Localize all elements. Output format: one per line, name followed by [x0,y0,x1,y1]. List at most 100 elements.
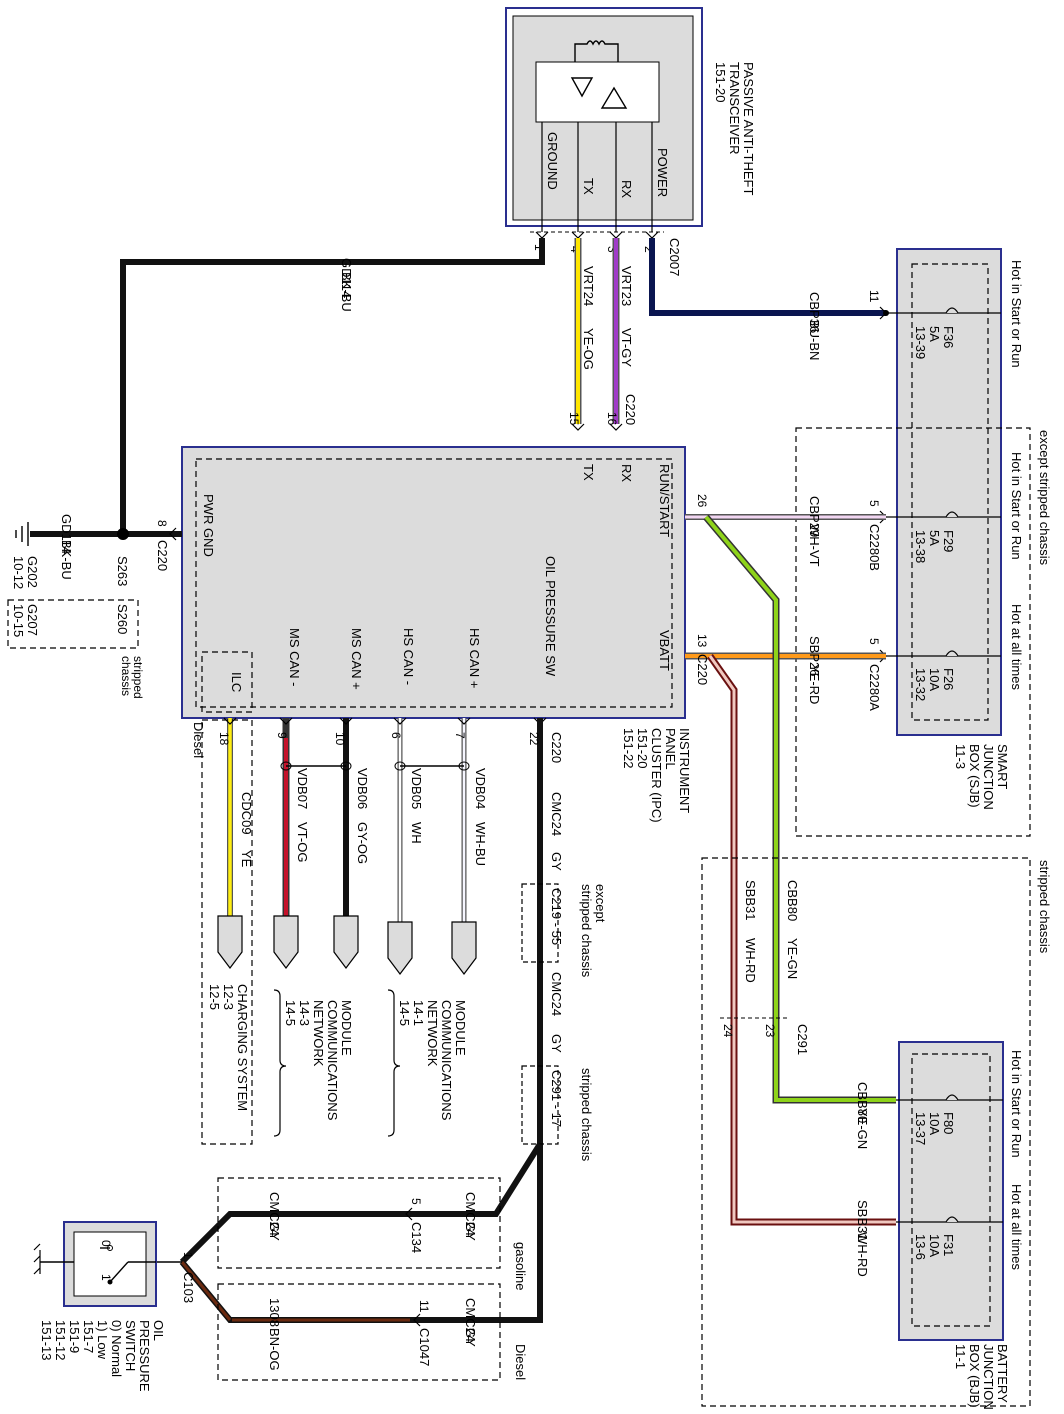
fuse-f26-icon [945,650,959,657]
fuse-f80-icon [945,1094,959,1101]
sjb-module: except stripped chassis Hot in Start or … [795,248,1052,837]
c103-name: C103 [181,1272,196,1303]
c219-note-2: stripped chassis [579,884,594,978]
ipc-pwr-gnd: PWR GND [201,494,216,557]
f29-feed: Hot in Start or Run [1009,452,1024,560]
gd114-circuit-2: GD114 [59,514,74,554]
cmc24-gas-left: CMC24 [267,1192,282,1236]
mcn1-2: COMMUNICATIONS [439,1000,454,1121]
patt-pinnum-3: 3 [605,246,619,253]
fuse-f29-icon [945,511,959,518]
f29-amp: 5A [927,530,942,546]
s260: S260 [115,604,130,634]
f26-amp: 10A [927,668,942,691]
f36-name: F36 [941,326,956,348]
chassis-ground-icon [33,1243,41,1275]
cbp29-circuit: CBP29 [807,496,822,537]
vdb06-color: GY-OG [355,822,370,864]
cbb80-color-vert: YE-GN [785,938,800,979]
oil-title-6: 151-7 [81,1320,96,1353]
sbb31-color: WH-RD [855,1232,870,1277]
f31-name: F31 [941,1234,956,1256]
gy-gas-right: GY [463,1222,478,1241]
sjb-except-stripped: except stripped chassis [1037,430,1052,566]
ipc-power-feeds: CBP29 WH-VT 5 C2280B SBP26 YE-RD 5 C2280… [685,494,896,1277]
sbb31-color-vert: WH-RD [743,938,758,983]
bjb-module: stripped chassis Hot in Start or Run Hot… [701,857,1052,1410]
ipc-rx: RX [619,464,634,482]
oil-title-5: 1) Low [95,1320,110,1360]
mcn1-1: MODULE [453,1000,468,1056]
ipc-tx: TX [581,464,596,481]
sbb31-circuit-vert: SBB31 [743,880,758,920]
f31-feed: Hot at all times [1009,1184,1024,1270]
driver-triangle-icon [570,77,594,98]
ipc-ms-can-minus: MS CAN - [287,628,302,687]
patt-title-2: TRANSCEIVER [727,62,742,154]
f36-feed: Hot in Start or Run [1009,260,1024,368]
gd114-color: BK-BU [339,272,354,312]
f36-amp: 5A [927,326,942,342]
fuse-f31-icon [945,1216,959,1223]
vrt24-color: YE-OG [581,328,596,370]
oil-pressure-switch: 0 1 OIL PRESSURE SWITCH 0) Normal 1) Low… [33,1221,166,1392]
ipc-vbatt: VBATT [657,630,672,671]
g207-name: G207 [25,604,40,636]
f36-ref: 13-39 [913,326,928,359]
ipc-title-2: PANEL [663,728,678,770]
mcn1-5: 14-5 [397,1000,412,1026]
f26-name: F26 [941,668,956,690]
pwr-gnd-pin: 8 [155,520,169,527]
oil-title-8: 151-12 [53,1320,68,1360]
f31-ref: 13-6 [913,1234,928,1260]
hs-p-pin: 7 [453,732,467,739]
gd114-color-2: BK-BU [59,540,74,580]
oil-pin: 22 [527,732,541,746]
c1047-name: C1047 [417,1328,432,1366]
c219: C219 - 55 [549,888,564,945]
cbb80-color: YE-GN [855,1108,870,1149]
mcn1-4: 14-1 [411,1000,426,1026]
arrow-mcn1-icon [451,921,477,975]
c291b-note: stripped chassis [579,1068,594,1162]
vdb06-circuit: VDB06 [355,768,370,809]
c103-pin: 1 [181,1252,195,1259]
ipc-diesel-note: Diesel [191,722,206,758]
stripped-1: stripped [131,656,145,699]
vrt23-color: VT-GY [619,328,634,367]
vrt23-circuit: VRT23 [619,266,634,306]
oil-title-7: 151-9 [67,1320,82,1353]
patt-module: GROUND TX RX POWER PASSIVE ANTI-THEFT TR… [505,7,756,276]
receiver-triangle-icon [600,86,628,109]
f80-name: F80 [941,1112,956,1134]
mcn2-4: 14-3 [297,1000,312,1026]
bjb-title-3: BOX (BJB) [967,1344,982,1408]
bjb-title-4: 11-1 [953,1344,968,1369]
cbp29-pin: 5 [867,500,881,507]
sbp26-color: YE-RD [807,664,822,704]
c220-oil: C220 [549,732,564,763]
ipc-ms-can-plus: MS CAN + [349,628,364,690]
ipc-oil: OIL PRESSURE SW [543,556,558,677]
sbp26-circuit: SBP26 [807,636,822,676]
patt-pin-power: POWER [655,148,670,197]
cbp36-circuit: CBP36 [807,292,822,333]
arrow-mcn1b-icon [387,921,413,975]
patt-title-1: PASSIVE ANTI-THEFT [741,62,756,195]
splice-s263-icon [117,528,129,540]
cbp29-color: WH-VT [807,524,822,567]
c219-note-1: except [593,884,608,923]
gy-diesel: GY [463,1328,478,1347]
vrt24-circuit: VRT24 [581,266,596,306]
cmc24-diesel: CMC24 [463,1298,478,1342]
patt-connector: C2007 [667,238,682,276]
switch-contact-icon [109,1261,129,1283]
switch-pos-1: 1 [99,1274,113,1281]
mcn2-2: COMMUNICATIONS [325,1000,340,1121]
ipc-hs-can-plus: HS CAN + [467,628,482,688]
f80-ref: 13-37 [913,1112,928,1145]
vdb05-circuit: VDB05 [409,768,424,809]
cdc09-circuit: CDC09 [239,792,254,835]
ipc-title-1: INSTRUMENT [677,728,692,813]
